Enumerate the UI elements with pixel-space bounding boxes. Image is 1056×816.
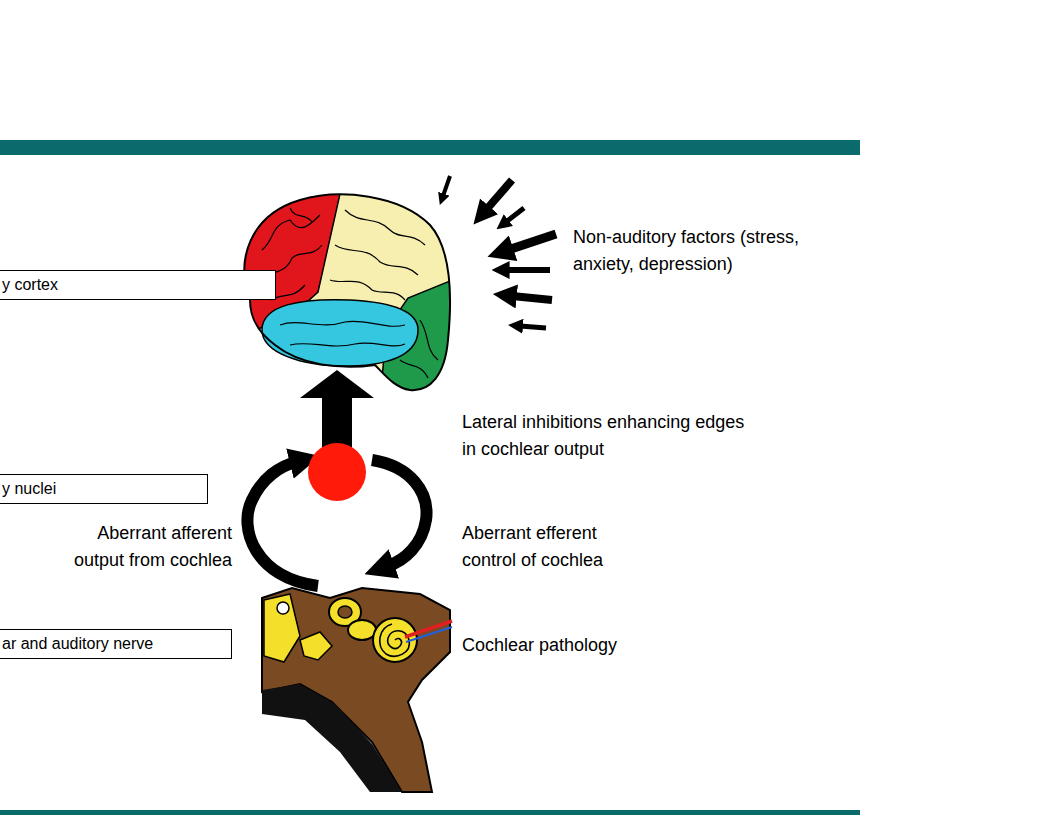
box-label: y cortex bbox=[2, 275, 269, 295]
box-label: ar and auditory nerve bbox=[2, 634, 225, 654]
header-bar bbox=[0, 140, 860, 155]
ear-canal bbox=[262, 684, 402, 792]
box-label: y nuclei bbox=[2, 479, 201, 499]
cochlea-spiral bbox=[380, 624, 410, 656]
upward-arrow bbox=[300, 370, 374, 448]
vestibule bbox=[348, 620, 376, 640]
ossicles bbox=[300, 632, 332, 660]
text-box: y nuclei bbox=[0, 474, 208, 504]
outer-ear bbox=[264, 594, 300, 662]
text-box: ar and auditory nerve bbox=[0, 629, 232, 659]
efferent-loop-arrow bbox=[372, 460, 427, 566]
footer-bar bbox=[0, 810, 860, 815]
annotation: Lateral inhibitions enhancing edges in c… bbox=[462, 409, 754, 463]
auditory-nerve bbox=[406, 627, 452, 642]
factor-arrow bbox=[506, 208, 524, 222]
relay-circle bbox=[308, 443, 366, 501]
factor-arrow bbox=[512, 296, 552, 300]
temporal-lobe bbox=[262, 300, 418, 366]
ear-detail bbox=[277, 602, 289, 614]
factor-arrow bbox=[506, 267, 550, 273]
annotation: Non-auditory factors (stress, anxiety, d… bbox=[573, 224, 843, 278]
temporal-bone bbox=[262, 588, 450, 792]
annotation: Cochlear pathology bbox=[462, 632, 712, 659]
afferent-loop-arrow bbox=[247, 462, 318, 586]
factor-arrow bbox=[486, 180, 512, 210]
annotation: Aberrant afferent output from cochlea bbox=[50, 520, 232, 574]
factor-arrow bbox=[443, 176, 450, 196]
canal-hole bbox=[338, 606, 352, 618]
annotation: Aberrant efferent control of cochlea bbox=[462, 520, 644, 574]
factor-arrows bbox=[443, 176, 556, 328]
ear bbox=[262, 588, 452, 792]
factor-arrow bbox=[508, 234, 556, 250]
factor-arrow bbox=[520, 326, 546, 328]
text-box: y cortex bbox=[0, 270, 276, 300]
